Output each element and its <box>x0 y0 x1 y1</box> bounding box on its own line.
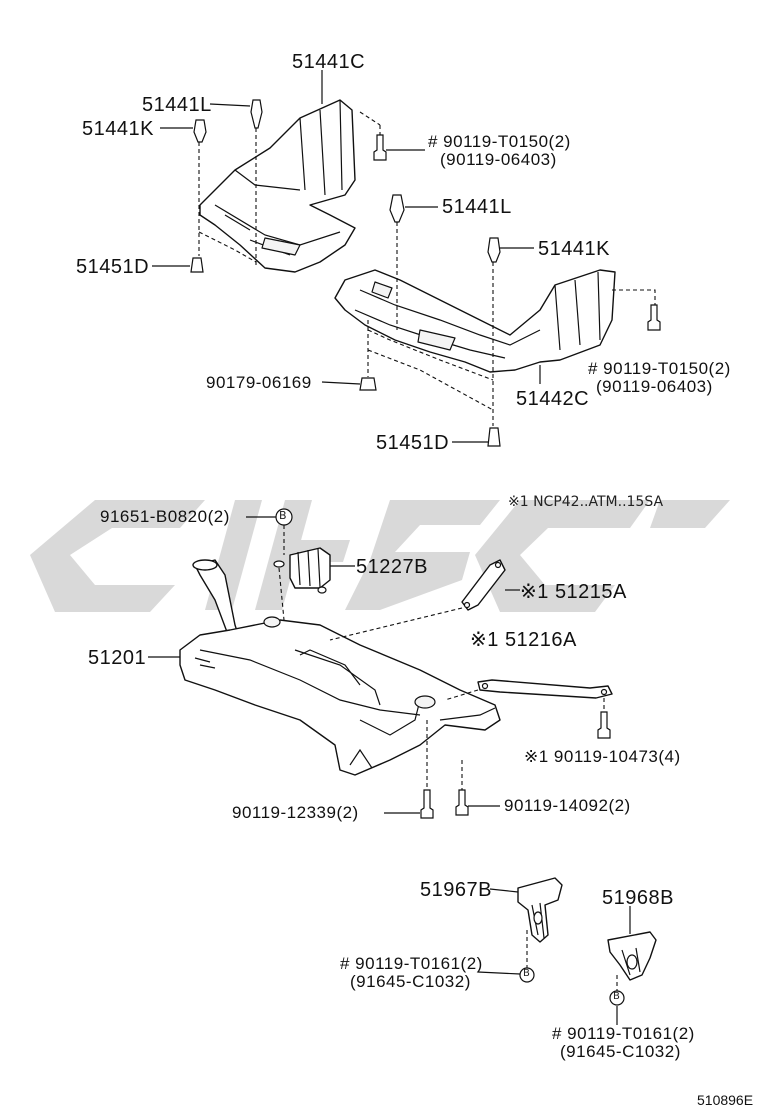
subframe-51201 <box>179 559 501 776</box>
fasteners <box>190 99 661 819</box>
b-marker-1: B <box>279 509 287 522</box>
cover-51441C <box>199 99 356 273</box>
label-51442C: 51442C <box>516 388 590 410</box>
brace-51215A <box>461 559 506 611</box>
label-51215A: ※1 51215A <box>520 581 627 603</box>
label-91651-B0820: 91651-B0820(2) <box>100 507 230 526</box>
diagram-code: 510896E <box>697 1092 754 1108</box>
label-51216A: ※1 51216A <box>470 629 577 651</box>
label-90119-T0161-b: # 90119-T0161(2) <box>552 1024 695 1043</box>
label-51227B: 51227B <box>356 556 428 578</box>
label-51451D-lower: 51451D <box>376 432 450 454</box>
label-91645-C1032-b: (91645-C1032) <box>560 1042 681 1061</box>
label-51441L-mid: 51441L <box>442 196 512 218</box>
label-51201: 51201 <box>88 647 147 669</box>
b-markers <box>275 508 625 1006</box>
label-90119-10473: ※1 90119-10473(4) <box>524 747 681 766</box>
label-51451D-left: 51451D <box>76 256 150 278</box>
label-51441K-mid: 51441K <box>538 238 610 260</box>
label-90119-T0150-a: # 90119-T0150(2) <box>428 132 571 151</box>
bracket-51967B <box>517 877 563 943</box>
leader-lines <box>148 70 656 1025</box>
label-90179-06169: 90179-06169 <box>206 373 312 392</box>
label-51967B: 51967B <box>420 879 492 901</box>
bracket-51227B <box>273 547 331 594</box>
label-90119-14092: 90119-14092(2) <box>504 796 631 815</box>
label-91645-C1032-a: (91645-C1032) <box>350 972 471 991</box>
label-90119-T0161-a: # 90119-T0161(2) <box>340 954 483 973</box>
label-51441C: 51441C <box>292 51 366 73</box>
label-90119-06403-a: (90119-06403) <box>440 150 557 169</box>
b-marker-2: B <box>523 968 530 979</box>
bracket-51968B <box>607 931 657 981</box>
label-90119-T0150-b: # 90119-T0150(2) <box>588 359 731 378</box>
brace-51216A <box>477 679 613 699</box>
cover-51442C <box>334 269 616 373</box>
label-90119-06403-b: (90119-06403) <box>596 377 713 396</box>
label-51441L-top: 51441L <box>142 94 212 116</box>
label-51968B: 51968B <box>602 887 674 909</box>
b-marker-3: B <box>613 991 620 1002</box>
label-51441K-left: 51441K <box>82 118 154 140</box>
label-90119-12339: 90119-12339(2) <box>232 803 359 822</box>
applicability-note: ※1 NCP42..ATM..15SA <box>508 494 664 510</box>
